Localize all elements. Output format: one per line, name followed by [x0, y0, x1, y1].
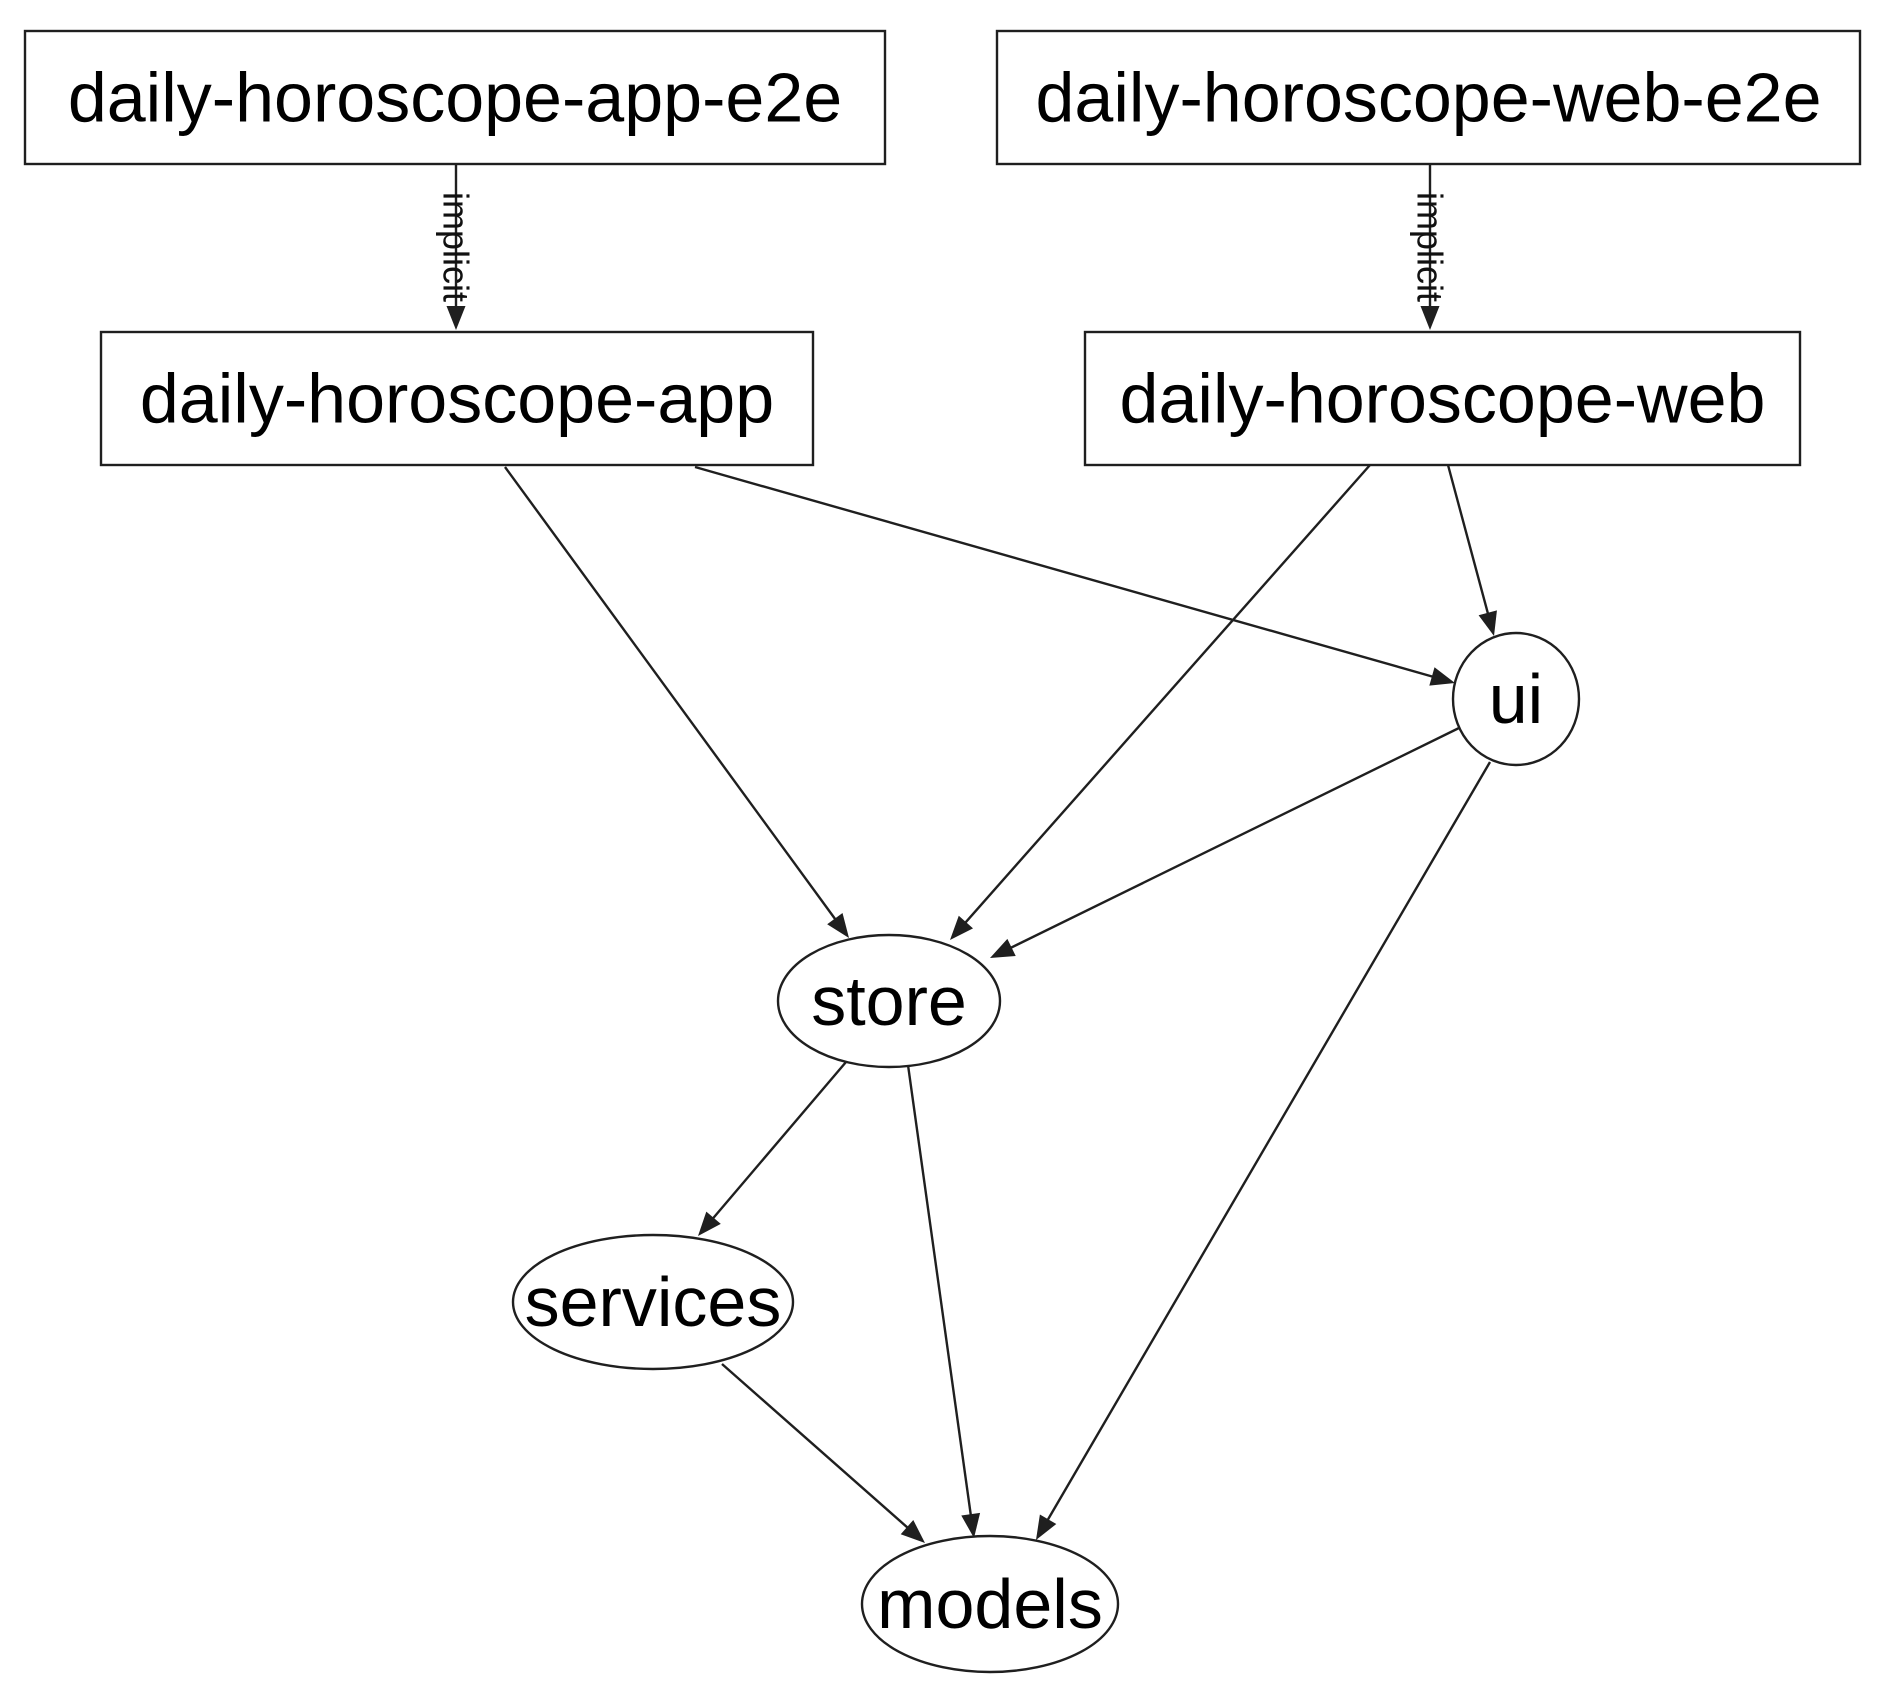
edge-daily-horoscope-web-e2e-to-daily-horoscope-web: implicit — [1410, 164, 1451, 330]
arrowhead-icon — [990, 938, 1016, 958]
edge-daily-horoscope-app-to-ui — [694, 465, 1455, 686]
arrowhead-icon — [1420, 306, 1440, 330]
edge-line — [711, 1061, 847, 1221]
node-shape-ellipse — [860, 1534, 1120, 1674]
node-label-models: models — [877, 1565, 1103, 1643]
edge-services-to-models — [721, 1363, 925, 1543]
edge-label-implicit: implicit — [436, 192, 477, 302]
arrowhead-icon — [961, 1512, 981, 1538]
node-daily-horoscope-app-e2e: daily-horoscope-app-e2e — [23, 29, 887, 166]
node-label-services: services — [525, 1263, 782, 1341]
node-label-daily-horoscope-app: daily-horoscope-app — [140, 360, 774, 438]
edge-daily-horoscope-web-to-ui — [1446, 464, 1497, 636]
arrowhead-icon — [698, 1211, 721, 1236]
edge-line — [906, 1064, 973, 1517]
node-store: store — [776, 933, 1002, 1069]
node-shape-rect — [995, 29, 1862, 166]
node-label-ui: ui — [1489, 660, 1543, 738]
edge-line — [721, 1363, 910, 1530]
node-label-store: store — [811, 962, 967, 1040]
edge-ui-to-store — [990, 726, 1460, 958]
arrowhead-icon — [446, 306, 466, 330]
edge-store-to-models — [906, 1064, 981, 1538]
node-shape-rect — [23, 29, 887, 166]
arrowhead-icon — [950, 915, 974, 940]
node-daily-horoscope-web-e2e: daily-horoscope-web-e2e — [995, 29, 1862, 166]
arrowhead-icon — [900, 1520, 925, 1543]
arrowhead-icon — [1478, 610, 1497, 636]
edge-ui-to-models — [1036, 761, 1492, 1540]
edge-line — [1046, 761, 1492, 1522]
node-daily-horoscope-web: daily-horoscope-web — [1083, 330, 1802, 467]
node-label-daily-horoscope-web-e2e: daily-horoscope-web-e2e — [1036, 59, 1822, 137]
node-services: services — [511, 1233, 795, 1371]
node-shape-rect — [99, 330, 815, 467]
arrowhead-icon — [827, 913, 849, 938]
node-shape-ellipse — [776, 933, 1002, 1069]
edge-daily-horoscope-app-e2e-to-daily-horoscope-app: implicit — [436, 164, 477, 330]
node-ui: ui — [1451, 631, 1581, 767]
arrowhead-icon — [1429, 667, 1455, 686]
edge-line — [1446, 464, 1490, 616]
edge-line — [694, 465, 1435, 679]
node-shape-rect — [1083, 330, 1802, 467]
edge-label-implicit: implicit — [1410, 192, 1451, 302]
edge-daily-horoscope-app-to-store — [504, 466, 849, 938]
node-shape-ellipse — [511, 1233, 795, 1371]
edge-line — [504, 466, 837, 921]
edge-line — [963, 464, 1371, 925]
arrowhead-icon — [1036, 1514, 1057, 1540]
node-label-daily-horoscope-web: daily-horoscope-web — [1120, 360, 1766, 438]
edge-line — [1009, 726, 1460, 950]
edge-daily-horoscope-web-to-store — [950, 464, 1371, 940]
node-daily-horoscope-app: daily-horoscope-app — [99, 330, 815, 467]
node-shape-ellipse — [1451, 631, 1581, 767]
node-label-daily-horoscope-app-e2e: daily-horoscope-app-e2e — [68, 59, 842, 137]
node-models: models — [860, 1534, 1120, 1674]
edge-store-to-services — [698, 1061, 847, 1236]
